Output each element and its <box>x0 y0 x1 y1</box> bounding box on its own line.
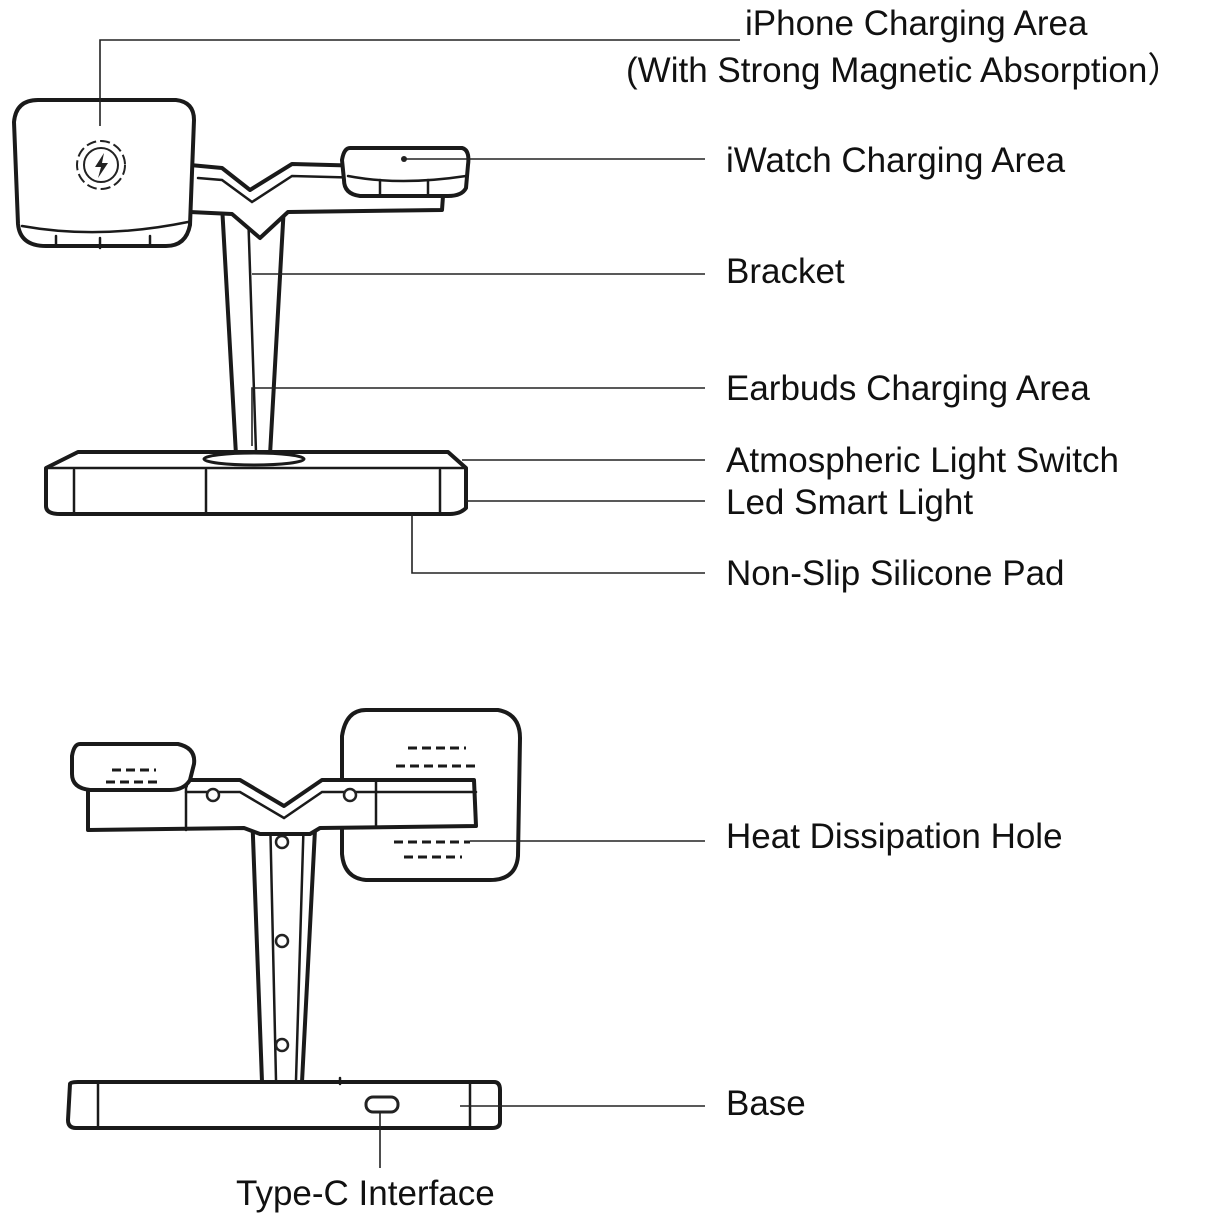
iwatch-charger <box>340 146 471 198</box>
front-leader-lines <box>99 39 740 574</box>
back-base <box>66 1076 502 1130</box>
lightning-bolt-icon <box>76 140 126 190</box>
type-c-port <box>364 1095 400 1114</box>
label-iphone-charging-area: iPhone Charging Area <box>745 4 1088 43</box>
back-leader-lines <box>379 840 705 1168</box>
iphone-charger <box>12 98 196 250</box>
label-earbuds-charging-area: Earbuds Charging Area <box>726 369 1090 408</box>
label-led-smart-light: Led Smart Light <box>726 483 974 522</box>
back-iwatch-charger <box>70 742 197 792</box>
front-view-drawing <box>12 98 471 516</box>
label-base: Base <box>726 1084 806 1123</box>
label-non-slip-silicone-pad: Non-Slip Silicone Pad <box>726 554 1065 593</box>
label-type-c-interface: Type-C Interface <box>236 1174 495 1213</box>
back-view-drawing <box>66 708 522 1130</box>
label-iphone-magnetic-note: (With Strong Magnetic Absorption） <box>626 51 1183 90</box>
label-bracket: Bracket <box>726 252 845 291</box>
label-heat-dissipation-hole: Heat Dissipation Hole <box>726 817 1063 856</box>
label-atmospheric-light-switch: Atmospheric Light Switch <box>726 441 1119 480</box>
label-iwatch-charging-area: iWatch Charging Area <box>726 141 1066 180</box>
front-base <box>44 450 468 516</box>
